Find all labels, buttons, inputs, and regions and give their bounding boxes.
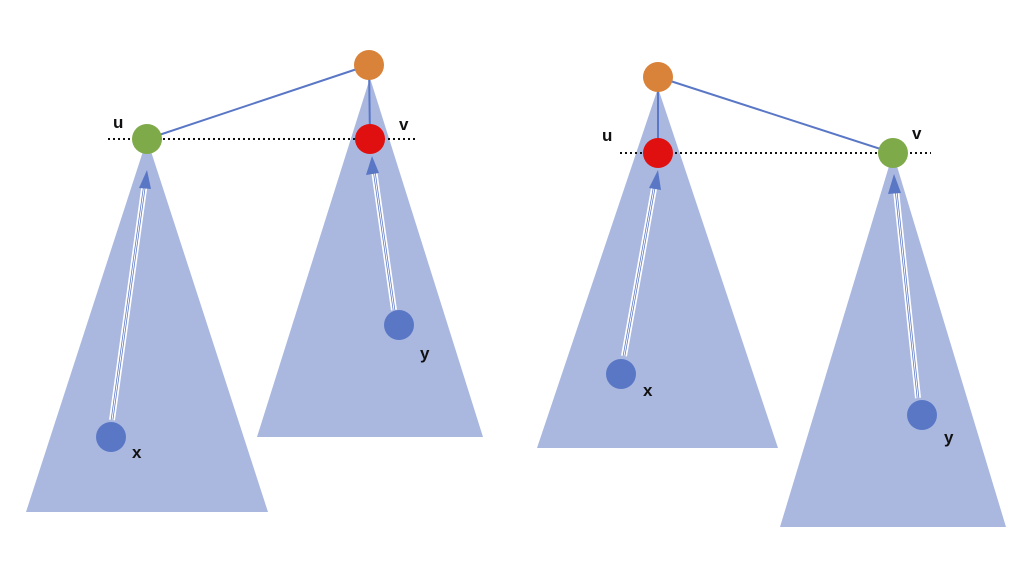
left-root-node xyxy=(354,50,384,80)
right-path-y-to-v-arrow xyxy=(888,174,921,399)
left-path-y-to-v-arrow xyxy=(366,156,397,311)
left-label-u: u xyxy=(113,113,123,132)
left-subtree-u-triangle xyxy=(26,139,268,512)
left-subtree-v-triangle xyxy=(257,78,483,437)
left-edge-root-u xyxy=(146,64,370,140)
right-label-v: v xyxy=(912,124,922,143)
right-label-y: y xyxy=(944,428,954,447)
right-root-node xyxy=(643,62,673,92)
right-label-u: u xyxy=(602,126,612,145)
left-node-x xyxy=(96,422,126,452)
right-subtree-u-triangle xyxy=(537,88,778,448)
left-label-x: x xyxy=(132,443,142,462)
right-node-y xyxy=(907,400,937,430)
right-node-u xyxy=(643,138,673,168)
right-label-x: x xyxy=(643,381,653,400)
left-panel: u v x y xyxy=(26,50,483,512)
left-node-y xyxy=(384,310,414,340)
right-node-v xyxy=(878,138,908,168)
right-node-x xyxy=(606,359,636,389)
right-panel: u v x y xyxy=(537,62,1006,527)
right-edge-root-v xyxy=(657,76,894,154)
right-subtree-v-triangle xyxy=(780,153,1006,527)
right-path-x-to-u-arrow xyxy=(621,170,661,357)
left-path-x-to-u-arrow xyxy=(109,170,151,421)
left-node-v xyxy=(355,124,385,154)
left-label-y: y xyxy=(420,344,430,363)
left-label-v: v xyxy=(399,115,409,134)
left-node-u xyxy=(132,124,162,154)
